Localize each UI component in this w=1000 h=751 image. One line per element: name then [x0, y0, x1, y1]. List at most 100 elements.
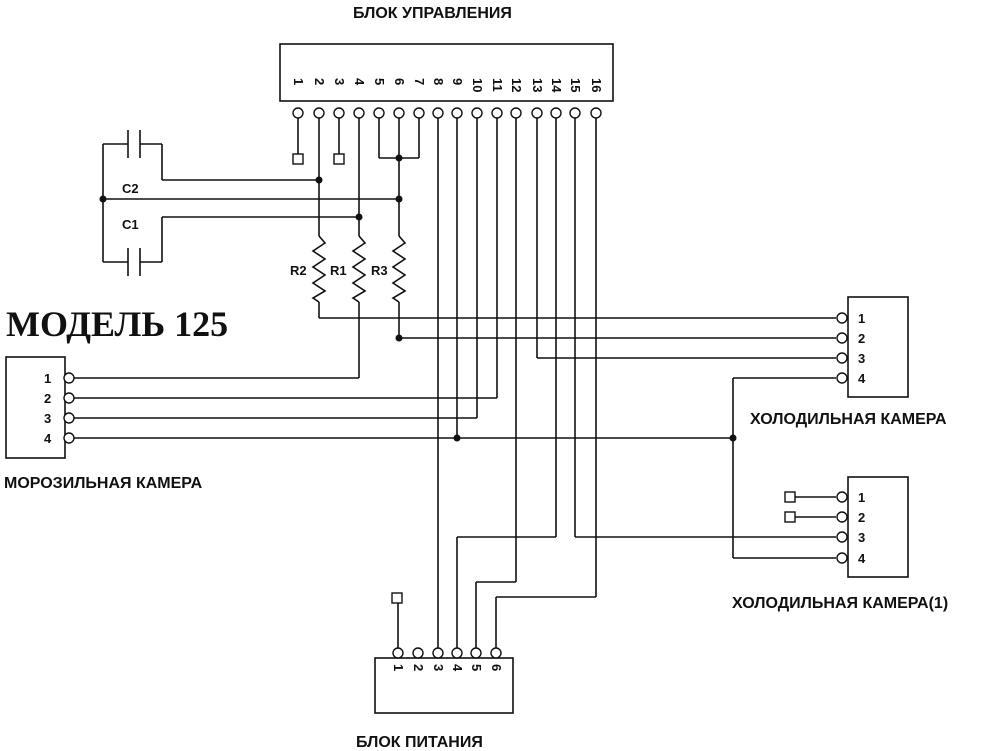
- control-unit-pin: [393, 107, 405, 119]
- control-unit-pin: [333, 107, 345, 119]
- power-unit-pin: [490, 647, 502, 659]
- control-unit-pin: [313, 107, 325, 119]
- fridge-pin: [836, 352, 848, 364]
- junction-dots: [99, 154, 737, 442]
- power-unit-pin: [470, 647, 482, 659]
- power-unit-label: БЛОК ПИТАНИЯ: [356, 734, 483, 751]
- open-terminals: [292, 153, 796, 604]
- power-unit-pin-number: 2: [411, 664, 426, 671]
- fridge2-pin-number: 3: [858, 530, 865, 545]
- control-unit-pin: [510, 107, 522, 119]
- freezer-pin-number: 4: [44, 431, 52, 446]
- freezer-pin: [63, 412, 75, 424]
- control-unit-pin: [569, 107, 581, 119]
- fridge2-pin: [836, 531, 848, 543]
- fridge-pin: [836, 332, 848, 344]
- resistors: R2 R1 R3: [290, 235, 407, 303]
- control-unit-pin-number: 3: [332, 78, 347, 85]
- fridge2-pin: [836, 511, 848, 523]
- fridge2-pin: [836, 491, 848, 503]
- r3-resistor: [391, 235, 407, 303]
- control-unit-pin: [491, 107, 503, 119]
- freezer-pin-number: 1: [44, 371, 51, 386]
- power-unit-box: [374, 657, 514, 714]
- control-unit-pin-number: 9: [450, 78, 465, 85]
- power-unit-pin: [392, 647, 404, 659]
- power-unit-pin-number: 3: [431, 664, 446, 671]
- power-unit-pin-number: 4: [450, 664, 465, 672]
- freezer-pins: 1 2 3 4: [44, 371, 75, 446]
- control-unit-pin-number: 1: [291, 78, 306, 85]
- control-unit-pin-number: 7: [412, 78, 427, 85]
- control-unit-pin: [451, 107, 463, 119]
- freezer-pin-number: 3: [44, 411, 51, 426]
- model-title: МОДЕЛЬ 125: [6, 304, 228, 344]
- control-unit-pin-number: 14: [549, 78, 564, 93]
- control-unit-pin-number: 5: [372, 78, 387, 85]
- control-unit-pin-number: 12: [509, 78, 524, 92]
- fridge-pin: [836, 372, 848, 384]
- freezer-pin: [63, 372, 75, 384]
- power-unit-pin: [451, 647, 463, 659]
- fridge-label: ХОЛОДИЛЬНАЯ КАМЕРА: [750, 411, 947, 428]
- power-pin1-terminal: [391, 592, 403, 604]
- r1-resistor: [351, 235, 367, 303]
- cu-pin1-terminal: [292, 153, 304, 165]
- fridge-pins: 1 2 3 4: [836, 311, 866, 386]
- fridge2-pin2-terminal: [784, 511, 796, 523]
- fridge-pin-number: 1: [858, 311, 865, 326]
- fridge2-pin: [836, 552, 848, 564]
- control-unit-pin-number: 4: [352, 78, 367, 86]
- control-unit-pin-number: 15: [568, 78, 583, 92]
- control-unit-pin: [531, 107, 543, 119]
- control-unit-box: [279, 43, 614, 102]
- fridge2-box: [847, 476, 909, 578]
- fridge2-pin-number: 2: [858, 510, 865, 525]
- fridge-pin-number: 3: [858, 351, 865, 366]
- fridge2-label: ХОЛОДИЛЬНАЯ КАМЕРА(1): [732, 595, 948, 612]
- power-unit-pin: [432, 647, 444, 659]
- control-unit-pin: [550, 107, 562, 119]
- control-unit-label: БЛОК УПРАВЛЕНИЯ: [353, 5, 512, 22]
- fridge-pin-number: 4: [858, 371, 866, 386]
- freezer-pin: [63, 432, 75, 444]
- fridge-box: [847, 296, 909, 398]
- control-unit-pin-number: 2: [312, 78, 327, 85]
- control-unit-pin-number: 10: [470, 78, 485, 92]
- power-unit-pin-number: 1: [391, 664, 406, 671]
- freezer-pin-number: 2: [44, 391, 51, 406]
- control-unit-pin: [353, 107, 365, 119]
- freezer-label: МОРОЗИЛЬНАЯ КАМЕРА: [4, 475, 203, 492]
- power-unit-pin-number: 6: [489, 664, 504, 671]
- r2-resistor: [311, 235, 327, 303]
- control-unit-pin-number: 11: [490, 78, 505, 92]
- fridge2-pins: 1 2 3 4: [836, 490, 866, 566]
- freezer-box: [5, 356, 66, 459]
- r2-label: R2: [290, 263, 307, 278]
- fridge2-pin-number: 1: [858, 490, 865, 505]
- control-unit-pin: [471, 107, 483, 119]
- control-unit-pin: [413, 107, 425, 119]
- fridge2-pin-number: 4: [858, 551, 866, 566]
- control-unit-pin-number: 13: [530, 78, 545, 92]
- r1-label: R1: [330, 263, 347, 278]
- fridge-pin-number: 2: [858, 331, 865, 346]
- control-unit-pin-number: 6: [392, 78, 407, 85]
- control-unit-pin: [432, 107, 444, 119]
- r3-label: R3: [371, 263, 388, 278]
- c1-label: C1: [122, 217, 139, 232]
- c2-label: C2: [122, 181, 139, 196]
- control-unit-pin: [590, 107, 602, 119]
- fridge2-pin1-terminal: [784, 491, 796, 503]
- control-unit-pin: [373, 107, 385, 119]
- power-unit-pin: [412, 647, 424, 659]
- control-unit-wires: [74, 118, 836, 648]
- cu-pin3-terminal: [333, 153, 345, 165]
- freezer-pin: [63, 392, 75, 404]
- fridge-pin: [836, 312, 848, 324]
- control-unit-pin: [292, 107, 304, 119]
- capacitor-network: C2 C1: [102, 130, 399, 276]
- control-unit-pin-number: 16: [589, 78, 604, 92]
